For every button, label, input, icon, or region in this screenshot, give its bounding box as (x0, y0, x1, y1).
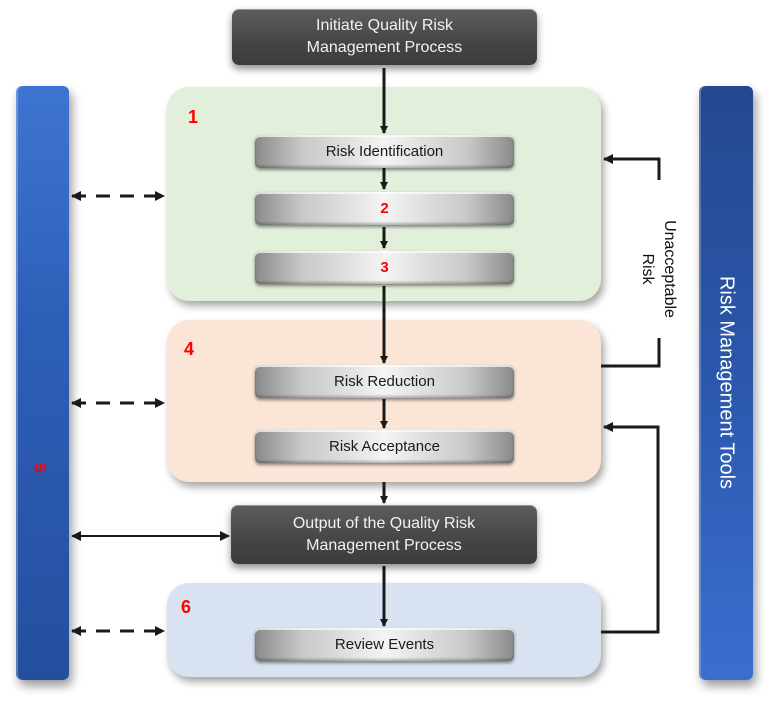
unacceptable-risk-line1: Unacceptable (661, 220, 678, 318)
step-risk-reduction: Risk Reduction (255, 365, 514, 398)
output-process-box: Output of the Quality Risk Management Pr… (231, 505, 537, 564)
step-2-number: 2 (380, 200, 389, 217)
initiate-process-box: Initiate Quality Risk Management Process (232, 9, 537, 65)
step-3-number: 3 (380, 259, 389, 276)
initiate-line1: Initiate Quality Risk (316, 17, 453, 34)
review-feedback-loop (601, 422, 660, 634)
unacceptable-risk-line2: Risk (639, 253, 656, 285)
initiate-line2: Management Process (306, 39, 463, 56)
unacceptable-risk-loop-top (603, 154, 661, 180)
step-risk-identification: Risk Identification (255, 135, 514, 168)
step-label: Risk Reduction (334, 373, 435, 390)
unacceptable-risk-label: Unacceptable Risk (636, 199, 680, 339)
stage-4-number: 4 (184, 339, 195, 359)
output-line1: Output of the Quality Risk (292, 514, 476, 532)
step-2: 2 (255, 192, 514, 225)
stage-6-number: 6 (181, 597, 192, 617)
unacceptable-risk-loop-bottom (601, 338, 661, 368)
step-3: 3 (255, 251, 514, 284)
step-label: Risk Acceptance (329, 438, 440, 455)
left-bar-stage-5: 5 (16, 86, 69, 680)
step-label: Risk Identification (325, 143, 444, 160)
risk-management-tools-bar: Risk Management Tools (699, 86, 753, 680)
output-line2: Management Process (306, 536, 462, 554)
step-risk-acceptance: Risk Acceptance (255, 430, 514, 463)
stage-1-number: 1 (188, 107, 199, 127)
step-review-events: Review Events (255, 628, 514, 661)
step-label: Review Events (334, 636, 435, 653)
